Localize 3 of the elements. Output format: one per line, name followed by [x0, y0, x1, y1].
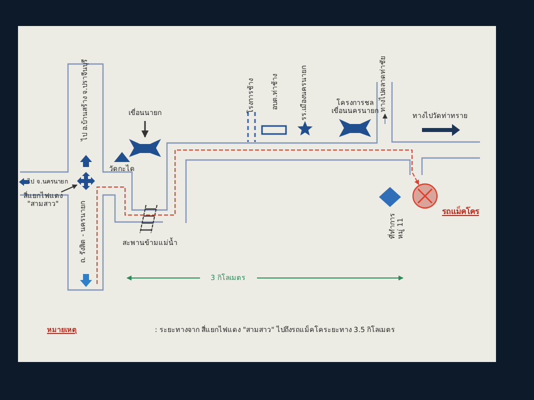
route-line: [96, 150, 420, 284]
place-label: รถแม็คโคร: [442, 207, 479, 216]
leader-line: [60, 184, 78, 192]
